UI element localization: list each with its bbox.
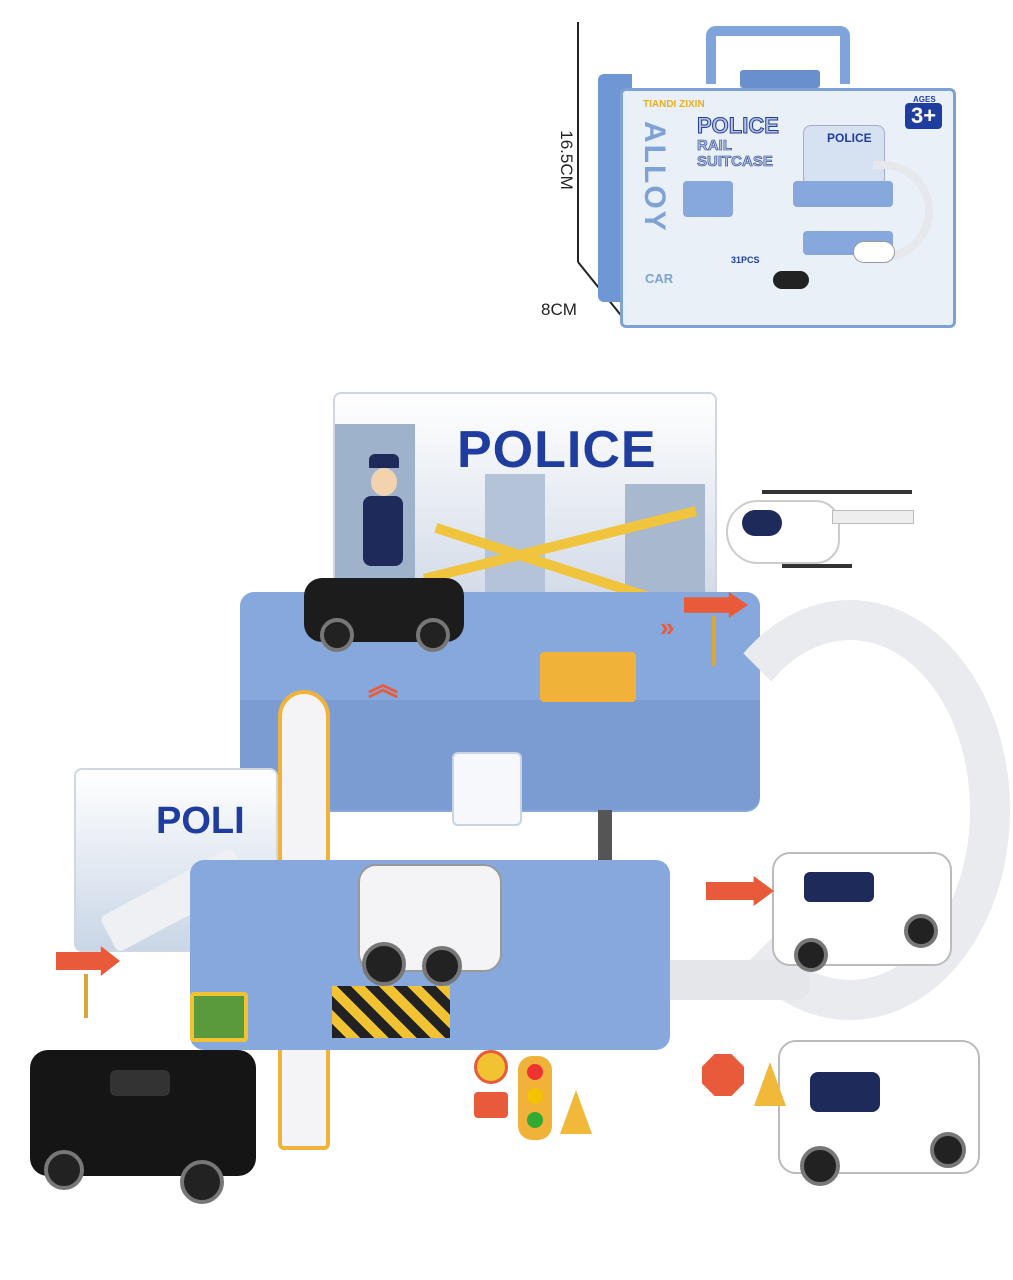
green-exit-sign bbox=[190, 992, 248, 1042]
roadblock-barrier bbox=[540, 652, 636, 702]
police-helicopter bbox=[722, 470, 914, 580]
police-car-upper bbox=[304, 578, 464, 652]
box-count: 31PCS bbox=[731, 255, 760, 265]
traffic-light bbox=[518, 1056, 552, 1140]
traffic-cone-1 bbox=[560, 1090, 592, 1134]
traffic-cone-2 bbox=[754, 1062, 786, 1106]
deck-latch bbox=[452, 752, 522, 826]
box-handle-latch bbox=[740, 70, 820, 88]
box-brand: TIANDI ZIXIN bbox=[643, 99, 705, 110]
box-scene-label: POLICE bbox=[827, 131, 872, 145]
box-ages-label: AGES bbox=[913, 95, 936, 104]
chevron-left-icon: ︽ bbox=[368, 669, 398, 702]
box-title-suitcase: SUITCASE bbox=[697, 153, 773, 171]
pedestrian-sign bbox=[474, 1050, 508, 1084]
no-entry-sign bbox=[474, 1092, 508, 1118]
chevron-right-icon: » bbox=[660, 612, 675, 642]
box-side-text: ALLOY bbox=[638, 121, 671, 233]
black-police-pickup bbox=[30, 1050, 256, 1204]
box-title-main: POLICE bbox=[697, 113, 780, 139]
white-police-van bbox=[778, 1040, 980, 1186]
box-mini-suitcase bbox=[683, 181, 733, 217]
box-title-rail: RAIL bbox=[697, 137, 733, 155]
box-side-sub: CAR bbox=[645, 271, 674, 286]
small-backdrop-title: POLI bbox=[156, 800, 245, 842]
width-dimension-label: 8CM bbox=[541, 300, 577, 319]
sign-pole-left bbox=[84, 974, 88, 1018]
police-suv-ramp bbox=[772, 852, 952, 972]
stop-sign bbox=[702, 1054, 744, 1096]
police-truck-lower bbox=[358, 864, 502, 986]
box-front-panel: TIANDI ZIXIN AGES 3+ POLICE RAIL SUITCAS… bbox=[620, 88, 956, 328]
box-handle bbox=[706, 26, 850, 84]
backdrop-title: POLICE bbox=[457, 421, 657, 479]
box-toy-illustration: POLICE bbox=[773, 121, 933, 301]
box-ages-badge: 3+ bbox=[905, 103, 943, 129]
hazard-ramp bbox=[332, 986, 450, 1038]
sign-pole bbox=[712, 616, 716, 666]
police-officer-figure bbox=[357, 454, 407, 574]
